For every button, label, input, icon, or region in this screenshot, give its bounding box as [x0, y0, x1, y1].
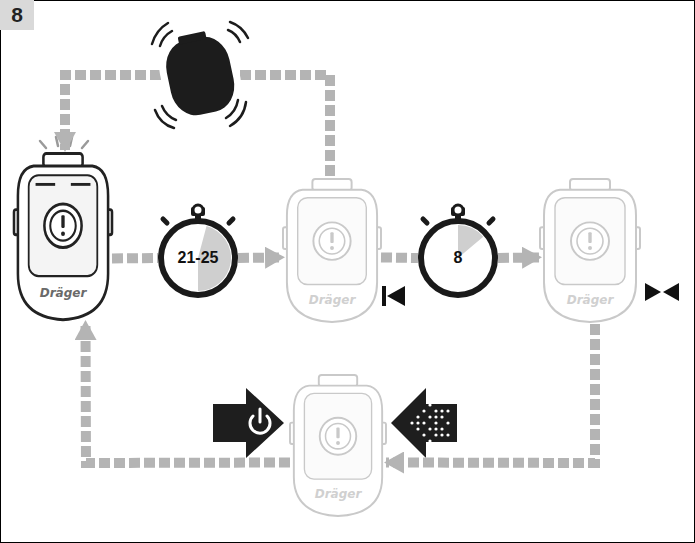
brand-logo: Dräger [540, 293, 640, 307]
skip-back-symbol [382, 286, 405, 306]
device-node: Dräger [290, 372, 386, 518]
vibrating-device [160, 27, 239, 120]
device-node: Dräger [283, 176, 381, 324]
brand-logo: Dräger [283, 293, 381, 307]
brand-logo: Dräger [14, 286, 112, 300]
brand-logo: Dräger [290, 487, 386, 501]
flow-connector [386, 324, 595, 463]
device-node: Dräger [14, 150, 112, 322]
duration-text: 8 [418, 218, 498, 298]
flow-connector [112, 253, 158, 263]
duration-text: 21-25 [158, 218, 238, 298]
flow-connector [238, 252, 283, 263]
stopwatch-node: 8 [418, 218, 498, 298]
bowtie-symbol [645, 283, 679, 301]
flow-connector [65, 75, 330, 176]
device-node: Dräger [540, 176, 640, 324]
stopwatch-node: 21-25 [158, 218, 238, 298]
sensor-arrow [391, 388, 457, 458]
flow-connector [86, 322, 291, 463]
flow-connector [381, 252, 418, 263]
vibration-marks [152, 22, 248, 128]
flow-connector [498, 252, 540, 263]
power-arrow [213, 388, 284, 458]
figure-number: 8 [0, 0, 34, 30]
